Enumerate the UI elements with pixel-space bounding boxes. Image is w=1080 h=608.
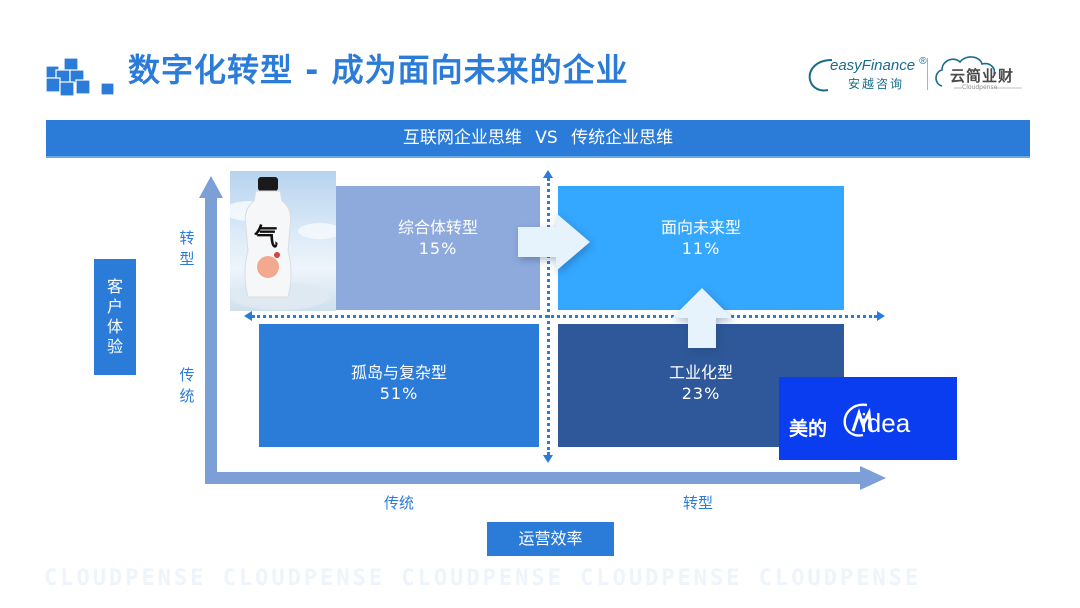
y-axis-title: 客户体验 (94, 259, 136, 375)
x-tick-low: 传统 (384, 494, 415, 512)
quadrant-name: 综合体转型 (397, 218, 478, 237)
y-tick-high: 转型 (179, 229, 195, 268)
horizontal-divider (252, 315, 877, 318)
product-brand-mark: 气 (254, 223, 278, 251)
x-axis-title: 运营效率 (487, 522, 614, 556)
midea-en-name: idea (861, 408, 911, 438)
midea-logo: 美的 idea (779, 377, 957, 460)
divider-arrow-up (543, 170, 553, 178)
divider-arrow-left (244, 311, 252, 321)
easyfinance-logo: easyFinance ® 安越咨询 (806, 56, 927, 96)
arrow-up-icon (672, 288, 732, 348)
swoosh-icon (808, 59, 833, 92)
comparison-banner: 互联网企业思维 VS 传统企业思维 (46, 120, 1030, 158)
quadrant-share: 51% (379, 383, 419, 403)
easyfinance-cn-name: 安越咨询 (848, 77, 905, 91)
quadrant-name: 面向未来型 (660, 218, 741, 237)
quadrant-name: 工业化型 (668, 362, 733, 382)
quadrant-top-left: 综合体转型 15% (336, 186, 540, 310)
quadrant-share: 11% (681, 239, 721, 258)
y-tick-low: 传统 (179, 366, 195, 405)
cloudpense-cn-name: 云简业财 (950, 67, 1015, 85)
cloud-icon (935, 56, 1022, 89)
y-axis-line (205, 195, 217, 482)
x-tick-high: 转型 (683, 494, 714, 512)
watermark: CLOUDPENSE CLOUDPENSE CLOUDPENSE CLOUDPE… (44, 566, 922, 591)
cubes-icon (44, 56, 120, 98)
cloudpense-en-name: Cloudpense (962, 84, 998, 91)
quadrant-share: 23% (681, 383, 721, 403)
quadrant-name: 孤岛与复杂型 (350, 362, 447, 382)
divider-arrow-down (543, 455, 553, 463)
x-axis-line (205, 472, 860, 484)
arrow-right-icon (518, 213, 590, 271)
x-axis-arrowhead (860, 466, 886, 490)
easyfinance-name: easyFinance (830, 57, 916, 74)
logo-divider (927, 58, 928, 90)
quadrant-bottom-left: 孤岛与复杂型 51% (259, 324, 539, 447)
divider-arrow-right (877, 311, 885, 321)
product-bottle-image: 气 (230, 171, 336, 311)
easyfinance-wordmark: easyFinance ® (830, 56, 927, 74)
cloudpense-logo: 云简业财 Cloudpense (932, 50, 1032, 95)
midea-m-icon (843, 403, 873, 437)
quadrant-share: 15% (418, 239, 458, 258)
y-axis-arrowhead (199, 176, 223, 198)
registered-mark: ® (919, 56, 927, 67)
page-title: 数字化转型 - 成为面向未来的企业 (128, 51, 629, 89)
midea-cn-name: 美的 (789, 418, 828, 440)
